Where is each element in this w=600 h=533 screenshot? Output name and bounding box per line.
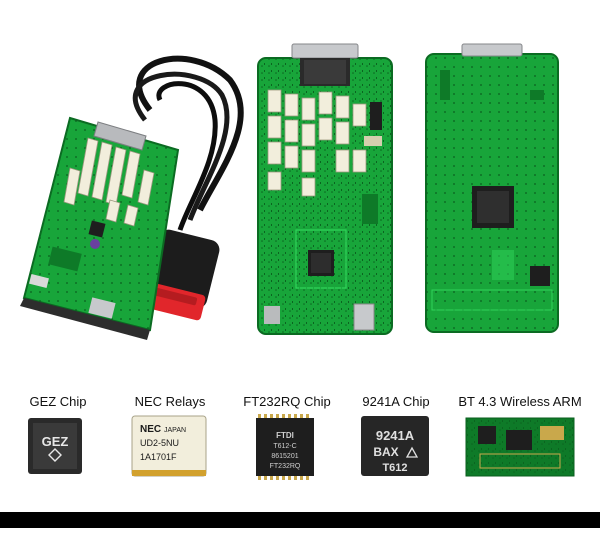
ft232-marking-part: FT232RQ — [270, 463, 301, 470]
chip-captions: GEZ Chip NEC Relays FT232RQ Chip 9241A C… — [0, 394, 600, 414]
ft232-marking-code: T612-C — [273, 443, 296, 450]
caption-nec-relays: NEC Relays — [134, 394, 206, 409]
caption-bt-wireless-arm: BT 4.3 Wireless ARM — [458, 394, 582, 409]
gez-marking: GEZ — [42, 434, 69, 449]
nec-marking-lot: 1A1701F — [140, 452, 177, 462]
9241a-chip-image: 9241A BAX T612 — [361, 416, 429, 476]
caption-ft232rq-chip: FT232RQ Chip — [243, 394, 331, 409]
9241a-marking-part: 9241A — [376, 428, 415, 443]
caption-gez-chip: GEZ Chip — [29, 394, 87, 409]
pcb-back-view — [425, 43, 559, 333]
9241a-marking-code: BAX — [373, 445, 398, 459]
nec-marking-brand: NEC — [140, 424, 161, 435]
bt-wireless-module-image — [465, 417, 575, 477]
9241a-marking-lot: T612 — [382, 462, 407, 474]
nec-relay-image: NEC JAPAN UD2-5NU 1A1701F — [131, 415, 207, 477]
pcb-front-view — [257, 43, 393, 335]
nec-marking-country: JAPAN — [164, 427, 186, 434]
nec-marking-model: UD2-5NU — [140, 438, 179, 448]
bottom-black-bar — [0, 512, 600, 528]
ft232-marking-lot: 8615201 — [271, 453, 298, 460]
gez-chip-image: GEZ — [28, 418, 82, 474]
caption-9241a-chip: 9241A Chip — [362, 394, 430, 409]
diagnostic-device-angled — [20, 55, 244, 340]
ft232-marking-brand: FTDI — [276, 431, 294, 440]
ft232rq-chip-image: FTDI T612-C 8615201 FT232RQ — [256, 414, 314, 480]
